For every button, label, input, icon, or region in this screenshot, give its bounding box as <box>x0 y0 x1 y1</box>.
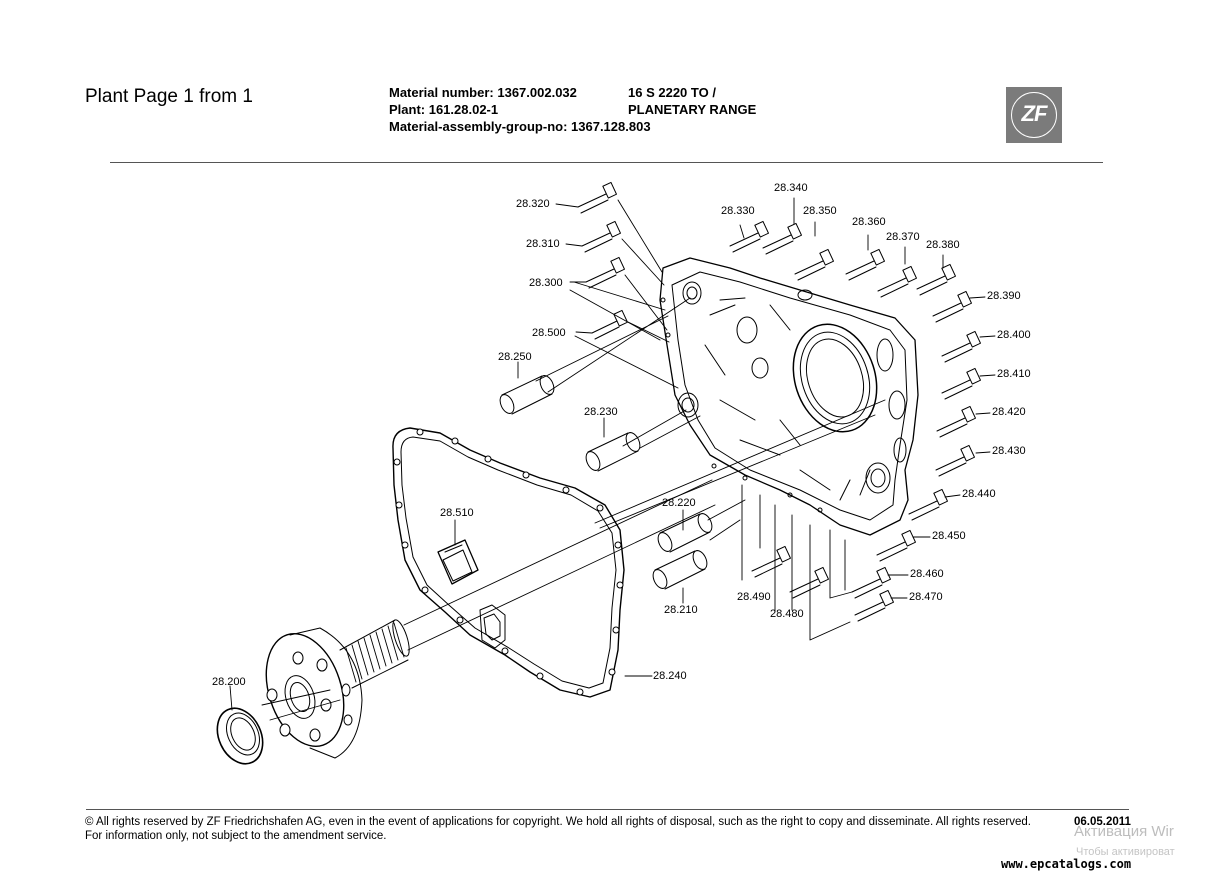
label-28330: 28.330 <box>721 205 755 217</box>
label-28390: 28.390 <box>987 290 1021 302</box>
sleeve-28230 <box>585 432 641 472</box>
label-28490: 28.490 <box>737 591 771 603</box>
activation-watermark-subtitle: Чтобы активироват <box>1076 846 1175 858</box>
label-28350: 28.350 <box>803 205 837 217</box>
product-code: 16 S 2220 TO / <box>628 85 716 100</box>
part-labels: 28.320 28.310 28.300 28.500 28.250 28.23… <box>212 182 1031 688</box>
label-28450: 28.450 <box>932 530 966 542</box>
plant-page-title: Plant Page 1 from 1 <box>85 86 253 107</box>
label-28360: 28.360 <box>852 216 886 228</box>
product-info: 16 S 2220 TO / PLANETARY RANGE <box>628 84 756 118</box>
sleeve-28250 <box>499 375 555 415</box>
bolts-upper-left <box>577 181 956 340</box>
label-28430: 28.430 <box>992 445 1026 457</box>
sleeve-28210 <box>652 550 708 590</box>
footer-text: © All rights reserved by ZF Friedrichsha… <box>85 815 1031 843</box>
label-28310: 28.310 <box>526 238 560 250</box>
label-28210: 28.210 <box>664 604 698 616</box>
label-28420: 28.420 <box>992 406 1026 418</box>
shaft-flange <box>265 619 410 759</box>
material-info: Material number: 1367.002.032 Plant: 161… <box>389 84 651 135</box>
label-28460: 28.460 <box>910 568 944 580</box>
label-28250: 28.250 <box>498 351 532 363</box>
footer-divider <box>86 809 1129 810</box>
label-28470: 28.470 <box>909 591 943 603</box>
activation-watermark-title: Активация Wir <box>1074 823 1174 840</box>
label-28410: 28.410 <box>997 368 1031 380</box>
label-28400: 28.400 <box>997 329 1031 341</box>
label-28320: 28.320 <box>516 198 550 210</box>
info-notice: For information only, not subject to the… <box>85 830 387 842</box>
product-range: PLANETARY RANGE <box>628 102 757 117</box>
document-date: 06.05.2011 <box>1074 816 1131 828</box>
plant-number: Plant: 161.28.02-1 <box>389 102 499 117</box>
label-28480: 28.480 <box>770 608 804 620</box>
header-divider <box>110 162 1103 163</box>
label-28510: 28.510 <box>440 507 474 519</box>
material-number: Material number: 1367.002.032 <box>389 85 577 100</box>
gasket <box>392 427 625 698</box>
assembly-group-number: Material-assembly-group-no: 1367.128.803 <box>389 119 651 134</box>
exploded-parts-diagram: 28.320 28.310 28.300 28.500 28.250 28.23… <box>212 181 1031 765</box>
copyright-notice: © All rights reserved by ZF Friedrichsha… <box>85 816 1031 828</box>
logo-text: ZF <box>1021 101 1048 126</box>
label-28370: 28.370 <box>886 231 920 243</box>
label-28240: 28.240 <box>653 670 687 682</box>
seal-ring <box>216 707 264 765</box>
label-28230: 28.230 <box>584 406 618 418</box>
sleeve-28220 <box>657 513 713 553</box>
label-28500: 28.500 <box>532 327 566 339</box>
label-28440: 28.440 <box>962 488 996 500</box>
label-28340: 28.340 <box>774 182 808 194</box>
bolts-right-column <box>751 290 981 622</box>
label-28220: 28.220 <box>662 497 696 509</box>
site-url: www.epcatalogs.com <box>1001 857 1132 871</box>
label-28200: 28.200 <box>212 676 246 688</box>
label-28300: 28.300 <box>529 277 563 289</box>
insert-part <box>437 539 479 585</box>
housing-cover <box>659 257 919 536</box>
label-28380: 28.380 <box>926 239 960 251</box>
leader-lines <box>229 197 996 721</box>
zf-logo: ZF <box>1006 87 1062 143</box>
